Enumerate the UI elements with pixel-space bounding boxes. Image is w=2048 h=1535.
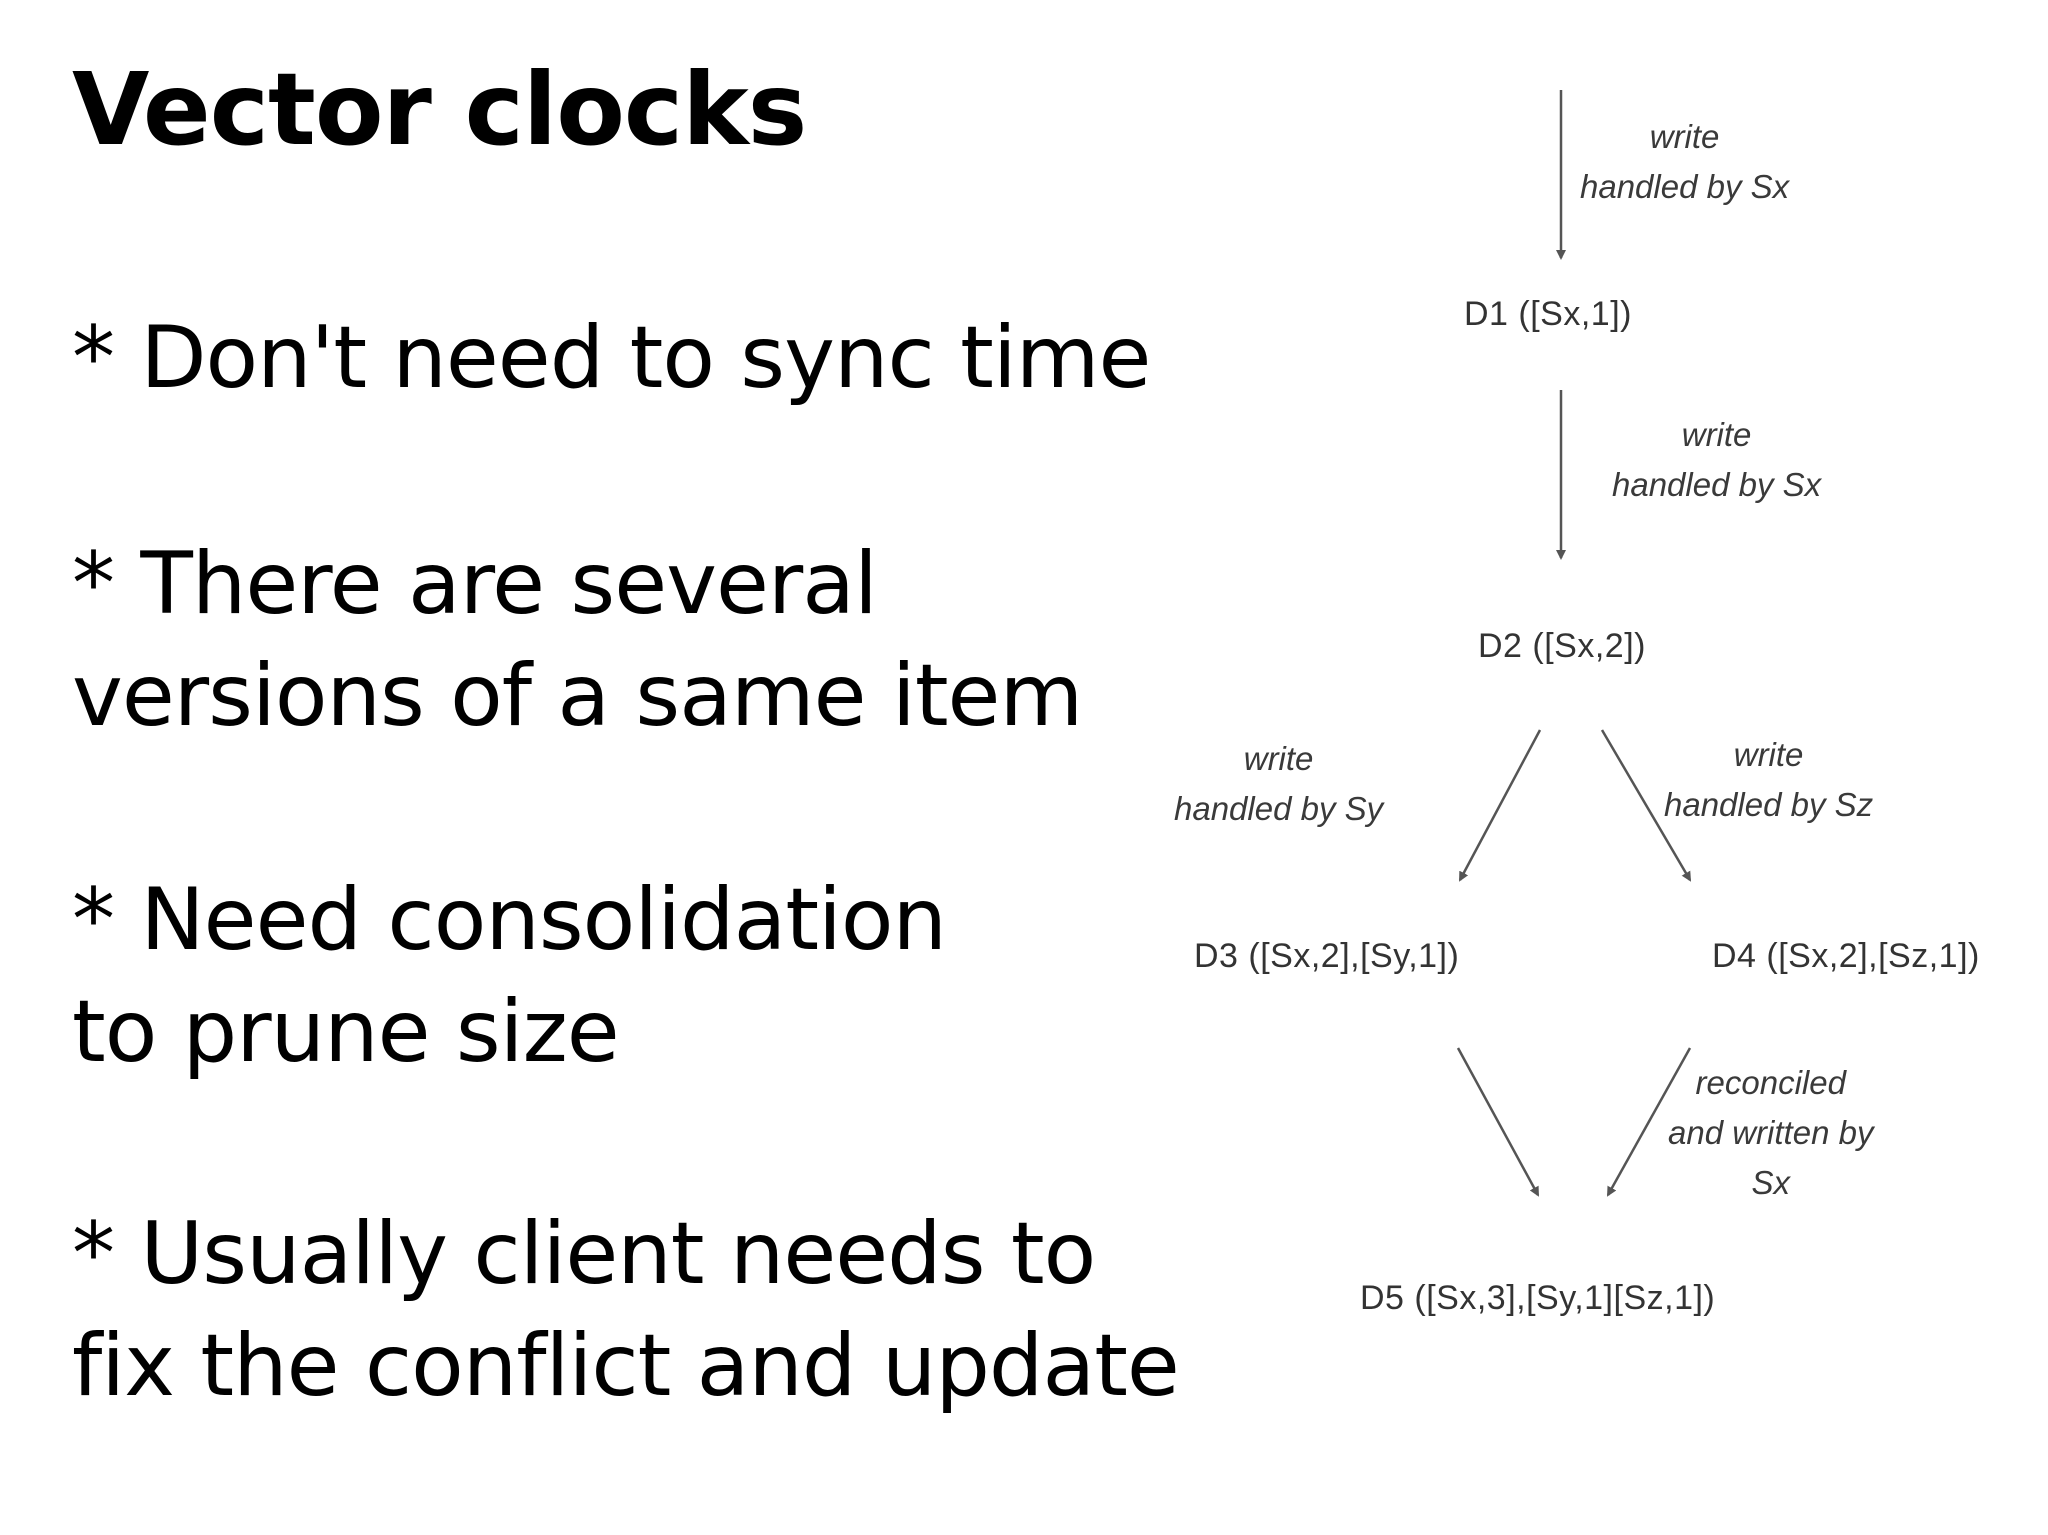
diagram-arrows: [1456, 90, 1692, 1197]
edge-label-into-d1: write handled by Sx: [1580, 118, 1790, 205]
bullet-several-versions: * There are several versions of a same i…: [72, 528, 1083, 752]
edge-label-d2-d3: write handled by Sy: [1174, 740, 1384, 827]
node-d4: D4 ([Sx,2],[Sz,1]): [1712, 937, 1980, 975]
bullet-line: fix the conflict and update: [72, 1316, 1180, 1416]
node-d1: D1 ([Sx,1]): [1464, 295, 1632, 333]
edge-label-d2-d4: write handled by Sz: [1664, 736, 1874, 823]
bullet-line: * Don't need to sync time: [72, 308, 1151, 408]
bullet-consolidation: * Need consolidation to prune size: [72, 864, 947, 1088]
vector-clock-diagram: write handled by Sx D1 ([Sx,1]) write ha…: [1160, 60, 2048, 1360]
bullet-line: * There are several: [72, 534, 878, 634]
slide-title: Vector clocks: [72, 51, 807, 168]
bullet-line: versions of a same item: [72, 646, 1083, 746]
bullet-client-fixes-conflict: * Usually client needs to fix the confli…: [72, 1198, 1180, 1422]
arrow-d2-to-d3: [1458, 729, 1542, 882]
bullet-line: * Need consolidation: [72, 870, 947, 970]
bullet-no-time-sync: * Don't need to sync time: [72, 302, 1151, 414]
node-d5: D5 ([Sx,3],[Sy,1][Sz,1]): [1360, 1279, 1716, 1317]
arrow-d3-to-d5: [1456, 1047, 1540, 1197]
node-d2: D2 ([Sx,2]): [1478, 627, 1646, 665]
edge-label-d1-d2: write handled by Sx: [1612, 416, 1822, 503]
edge-label-d4-d5: reconciled and written by Sx: [1668, 1064, 1874, 1201]
arrow-d4-to-d5: [1606, 1047, 1692, 1197]
arrow-d2-to-d4: [1600, 729, 1692, 882]
node-d3: D3 ([Sx,2],[Sy,1]): [1194, 937, 1460, 975]
bullet-line: * Usually client needs to: [72, 1204, 1096, 1304]
bullet-line: to prune size: [72, 982, 620, 1082]
